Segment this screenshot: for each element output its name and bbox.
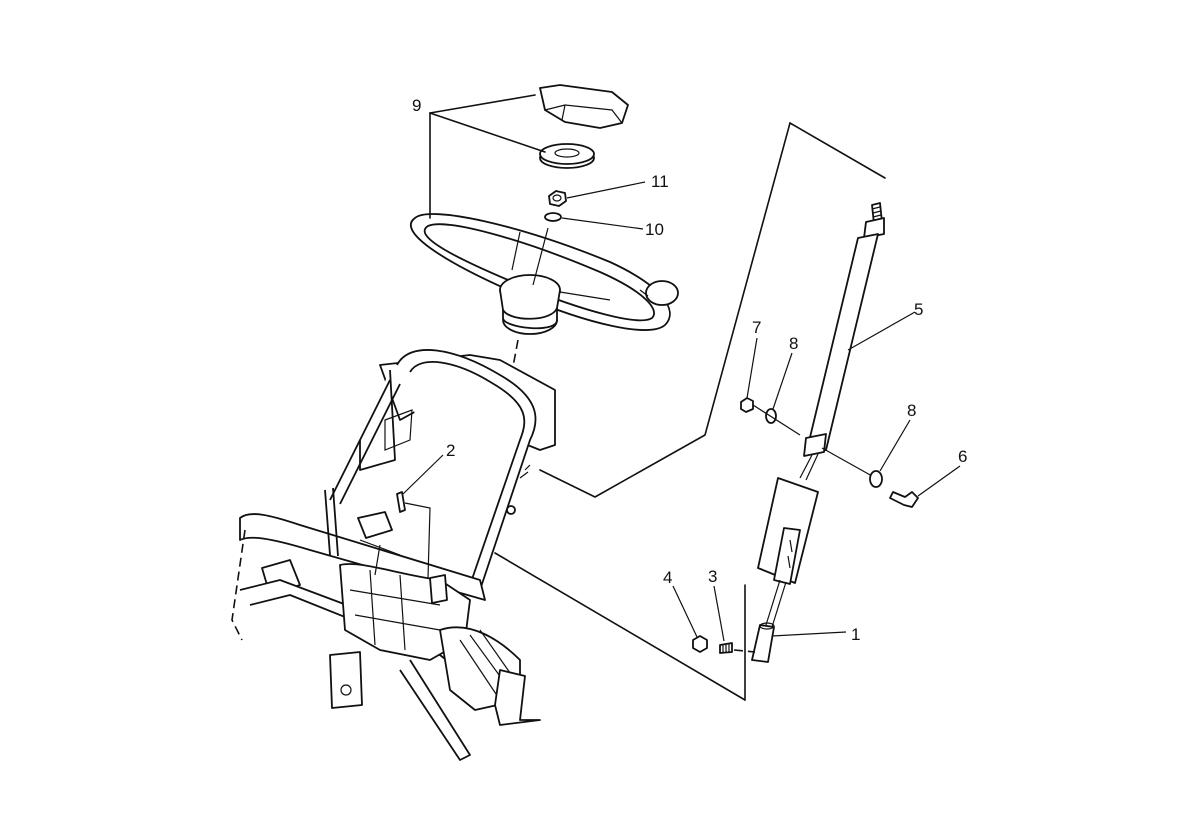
callout-5: 5 bbox=[914, 300, 923, 319]
callout-2: 2 bbox=[446, 441, 455, 460]
dash-frame bbox=[231, 349, 556, 761]
axis-lines bbox=[511, 227, 549, 373]
callout-8-right: 8 bbox=[907, 401, 916, 420]
callout-1: 1 bbox=[851, 625, 860, 644]
callout-4: 4 bbox=[663, 568, 672, 587]
part-8-washer-right bbox=[869, 470, 883, 488]
wheel-nut bbox=[548, 190, 567, 207]
leader-lines bbox=[402, 94, 961, 642]
callout-labels: 1 2 3 4 5 6 7 8 8 9 10 11 bbox=[412, 96, 967, 644]
callout-11: 11 bbox=[651, 172, 669, 191]
callout-3: 3 bbox=[708, 567, 717, 586]
callout-10: 10 bbox=[645, 220, 664, 239]
column-group-frame bbox=[494, 122, 886, 701]
steering-cap bbox=[539, 84, 629, 129]
part-2-pin bbox=[396, 491, 431, 579]
part-6-bolt bbox=[889, 491, 919, 508]
callout-9: 9 bbox=[412, 96, 421, 115]
callout-8-left: 8 bbox=[789, 334, 798, 353]
lower-hardware bbox=[692, 635, 756, 654]
horn-pad bbox=[539, 143, 595, 169]
steering-column bbox=[751, 202, 885, 663]
steering-wheel bbox=[409, 213, 679, 335]
column-hardware bbox=[740, 397, 919, 508]
callout-7: 7 bbox=[752, 318, 761, 337]
lock-washer bbox=[544, 212, 562, 222]
callout-6: 6 bbox=[958, 447, 967, 466]
part-4-nut bbox=[692, 635, 708, 653]
part-7-nut bbox=[740, 397, 754, 413]
